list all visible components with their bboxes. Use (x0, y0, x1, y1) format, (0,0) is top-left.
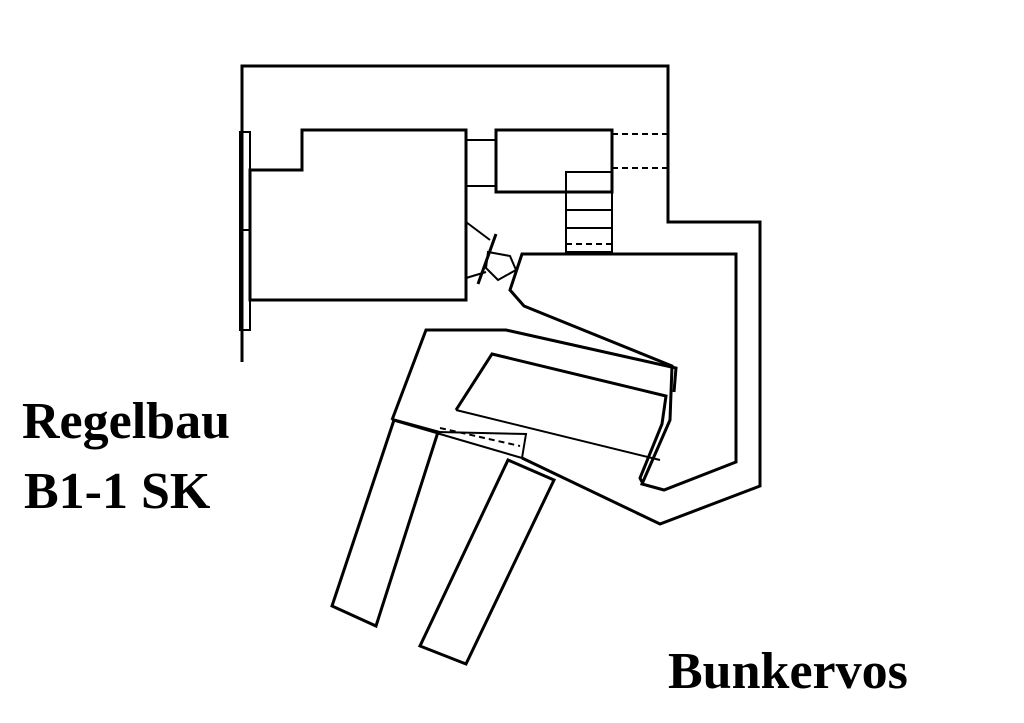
plan-title-line-2: B1-1 SK (24, 463, 211, 520)
door-line-upper (465, 221, 491, 241)
door-block (484, 250, 518, 282)
dashed-passage (611, 133, 669, 169)
secondary-room (494, 128, 614, 194)
embrasure-bend (454, 352, 668, 483)
plan-title-line-1: Regelbau (22, 393, 230, 450)
right-inner-room (508, 252, 738, 492)
dashed-threshold (439, 427, 521, 447)
outer-rear-wall (240, 64, 762, 526)
main-room (248, 128, 468, 302)
embrasure-inner-edge (455, 409, 661, 461)
right-exit-corridor (417, 458, 557, 666)
credit-label: Bunkervos (668, 643, 908, 700)
staircase (565, 171, 613, 253)
corridor-junction-wall (437, 431, 528, 459)
connecting-corridor (465, 139, 497, 187)
left-exit-corridor (330, 418, 440, 629)
embrasure-outer-wall (390, 328, 678, 421)
